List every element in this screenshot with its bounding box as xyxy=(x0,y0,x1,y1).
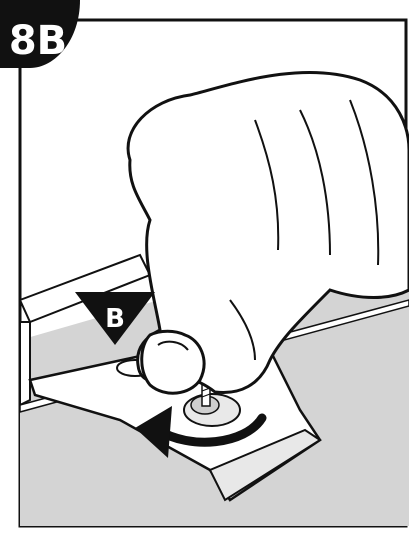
step-label: 8B xyxy=(9,18,67,64)
callout-label: B xyxy=(105,304,125,334)
rail-edge xyxy=(20,322,30,405)
thumb xyxy=(142,331,204,393)
